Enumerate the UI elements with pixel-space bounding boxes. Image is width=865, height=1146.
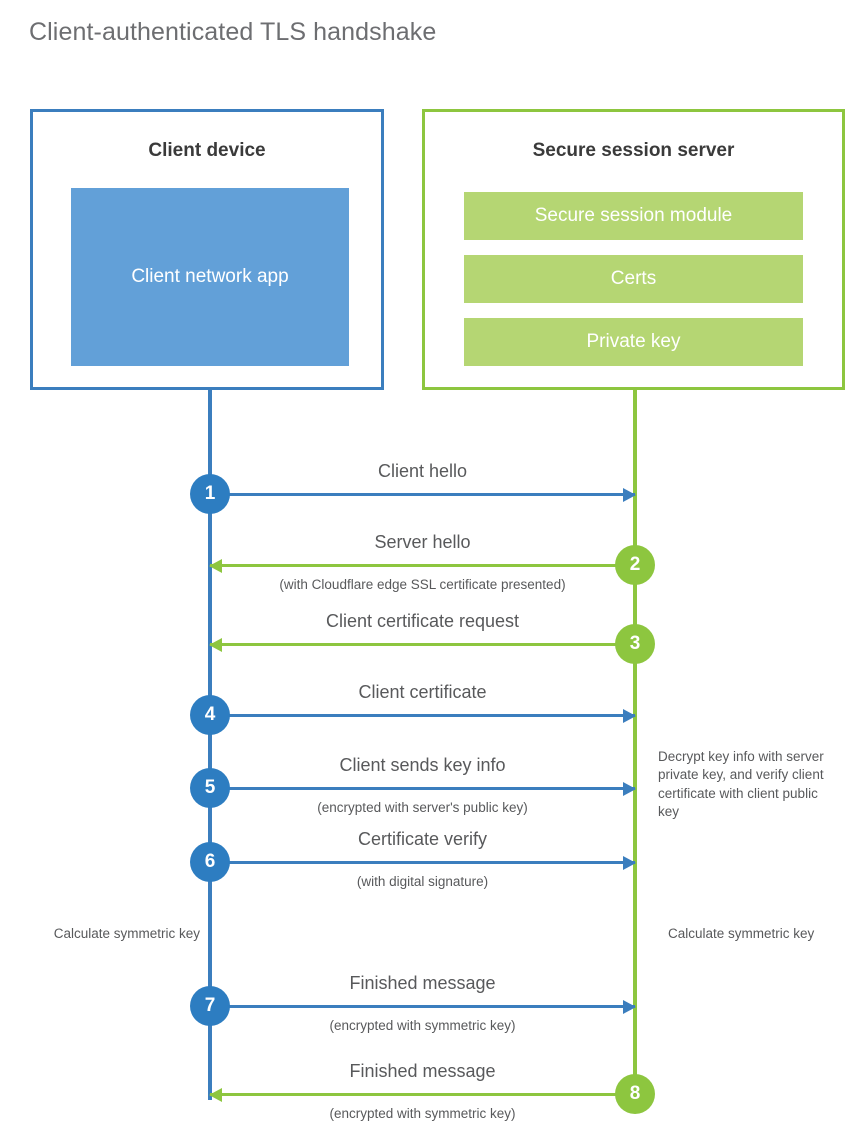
message-label-2: Server hello bbox=[374, 532, 471, 552]
client-device-title: Client device bbox=[148, 140, 266, 161]
server-component-certs: Certs bbox=[464, 255, 803, 303]
message-line-2 bbox=[210, 564, 635, 567]
step-circle-1: 1 bbox=[190, 474, 230, 514]
page-title: Client-authenticated TLS handshake bbox=[29, 18, 437, 46]
client-device-box: Client device Client network app bbox=[30, 109, 384, 390]
message-line-3 bbox=[210, 643, 635, 646]
message-line-8 bbox=[210, 1093, 635, 1096]
step-circle-8: 8 bbox=[615, 1074, 655, 1114]
arrow-head-icon bbox=[623, 999, 636, 1014]
step-circle-7: 7 bbox=[190, 986, 230, 1026]
message-sublabel-2: (with Cloudflare edge SSL certificate pr… bbox=[279, 577, 566, 592]
note-calculate-symmetric-key-server: Calculate symmetric key bbox=[668, 926, 815, 941]
arrow-head-icon bbox=[623, 855, 636, 870]
arrow-head-icon bbox=[209, 637, 222, 652]
message-label-3: Client certificate request bbox=[325, 611, 520, 631]
arrow-head-icon bbox=[209, 558, 222, 573]
message-sublabel-8: (encrypted with symmetric key) bbox=[329, 1106, 516, 1121]
message-label-8: Finished message bbox=[349, 1061, 496, 1081]
step-circle-6: 6 bbox=[190, 842, 230, 882]
message-line-1 bbox=[210, 493, 635, 496]
secure-session-server-title: Secure session server bbox=[532, 140, 735, 161]
message-label-4: Client certificate bbox=[358, 682, 487, 702]
step-circle-4: 4 bbox=[190, 695, 230, 735]
arrow-head-icon bbox=[623, 487, 636, 502]
server-lifeline bbox=[633, 390, 637, 1093]
server-component-private-key: Private key bbox=[464, 318, 803, 366]
arrow-head-icon bbox=[209, 1087, 222, 1102]
message-label-5: Client sends key info bbox=[339, 755, 506, 775]
arrow-head-icon bbox=[623, 781, 636, 796]
secure-session-server-box: Secure session server Secure session mod… bbox=[422, 109, 845, 390]
note-decrypt-key-info: Decrypt key info with server private key… bbox=[658, 749, 824, 820]
client-lifeline bbox=[208, 390, 212, 1100]
message-line-6 bbox=[210, 861, 635, 864]
message-label-7: Finished message bbox=[349, 973, 496, 993]
message-label-6: Certificate verify bbox=[357, 829, 488, 849]
message-sublabel-7: (encrypted with symmetric key) bbox=[329, 1018, 516, 1033]
step-circle-3: 3 bbox=[615, 624, 655, 664]
step-circle-2: 2 bbox=[615, 545, 655, 585]
message-sublabel-6: (with digital signature) bbox=[356, 874, 489, 889]
message-label-1: Client hello bbox=[377, 461, 468, 481]
arrow-head-icon bbox=[623, 708, 636, 723]
step-circle-5: 5 bbox=[190, 768, 230, 808]
client-network-app-block: Client network app bbox=[71, 188, 349, 366]
note-calculate-symmetric-key-client: Calculate symmetric key bbox=[53, 926, 200, 941]
message-line-4 bbox=[210, 714, 635, 717]
message-line-5 bbox=[210, 787, 635, 790]
message-line-7 bbox=[210, 1005, 635, 1008]
server-component-secure-session-module: Secure session module bbox=[464, 192, 803, 240]
message-sublabel-5: (encrypted with server's public key) bbox=[317, 800, 528, 815]
